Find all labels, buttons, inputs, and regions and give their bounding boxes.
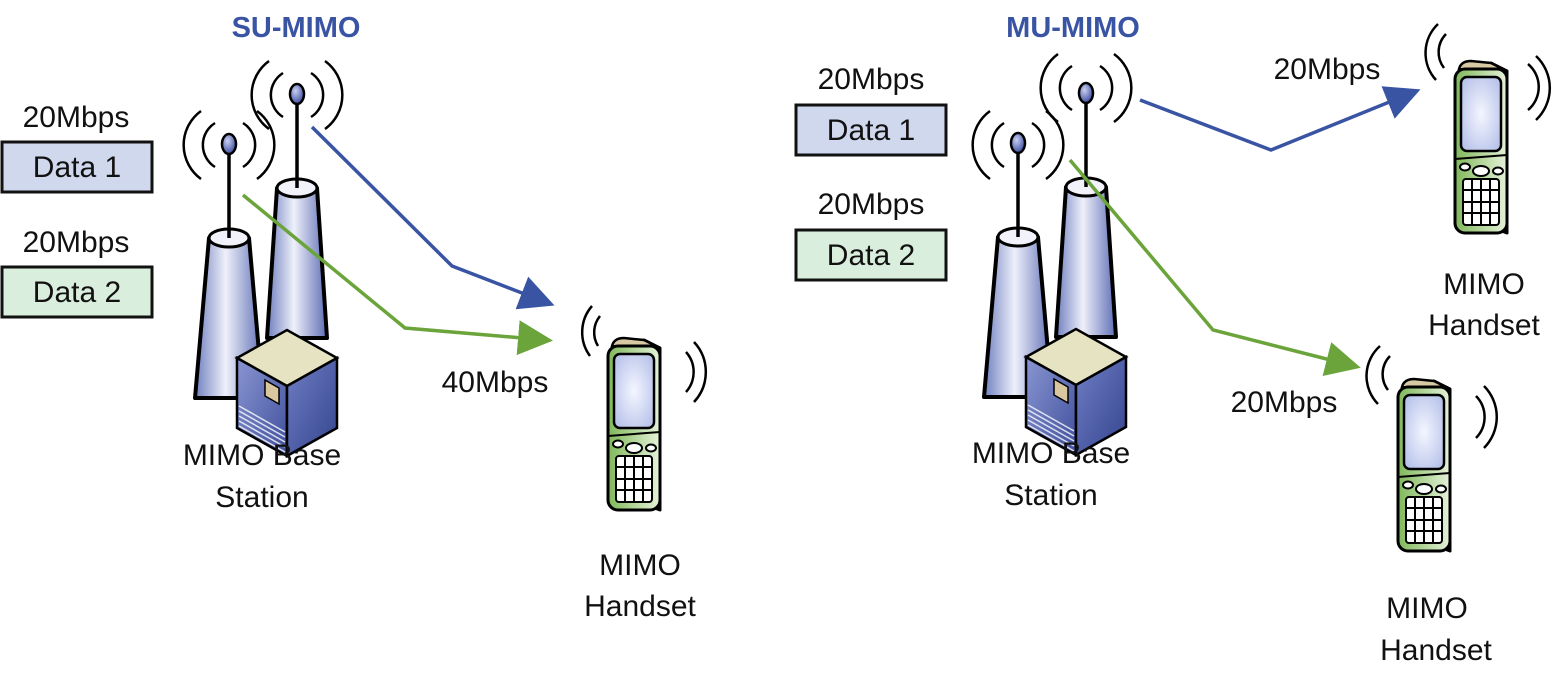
su-base-station-label-line1: MIMO Base <box>183 439 341 472</box>
mu-data1-label: Data 1 <box>827 114 915 147</box>
su-handset-label-line1: MIMO <box>599 549 681 582</box>
su-stream1-arrow <box>310 125 555 310</box>
mu-handset1-label-line1: MIMO <box>1443 268 1525 301</box>
su-data2-box: Data 2 <box>0 265 154 319</box>
mu-handset2-label-line1: MIMO <box>1386 592 1468 625</box>
mu-handset1-label-line2: Handset <box>1428 309 1540 342</box>
su-handset-waves-icon <box>580 305 708 403</box>
mu-handset2-rate: 20Mbps <box>1231 386 1338 419</box>
mu-stream2-arrow <box>1068 158 1361 377</box>
mu-data2-rate: 20Mbps <box>818 188 925 221</box>
mu-stream1-arrow <box>1139 86 1421 152</box>
su-base-station-label-line2: Station <box>215 481 308 514</box>
mu-data2-label: Data 2 <box>827 239 915 272</box>
su-handset-label-line2: Handset <box>584 590 696 623</box>
mu-handset1-rate: 20Mbps <box>1274 53 1381 86</box>
mu-handset2-waves-icon <box>1365 345 1498 449</box>
mu-handset1-icon <box>1453 59 1509 235</box>
su-data1-label: Data 1 <box>33 151 121 184</box>
mu-data1-box: Data 1 <box>794 103 948 157</box>
su-handset-rate: 40Mbps <box>442 366 549 399</box>
mu-base-station-label-line1: MIMO Base <box>972 437 1130 470</box>
mu-data1-rate: 20Mbps <box>818 63 925 96</box>
mu-handset1-waves-icon <box>1424 23 1551 121</box>
su-data1-rate: 20Mbps <box>23 101 130 134</box>
mu-base-station-label-line2: Station <box>1004 479 1097 512</box>
su-data2-label: Data 2 <box>33 276 121 309</box>
su-mimo-title: SU-MIMO <box>232 12 361 44</box>
su-handset-icon <box>606 336 662 512</box>
mu-handset2-label-line2: Handset <box>1380 634 1492 667</box>
mu-mimo-title: MU-MIMO <box>1006 12 1140 44</box>
su-mimo-panel: SU-MIMO 20Mbps Data 1 20Mbps Data 2 MIMO… <box>0 12 708 623</box>
su-data2-rate: 20Mbps <box>23 226 130 259</box>
mu-handset2-icon <box>1396 377 1452 553</box>
mu-base-station-icon <box>982 81 1128 457</box>
mu-data2-box: Data 2 <box>794 228 948 282</box>
su-base-station-icon <box>193 82 339 458</box>
mu-mimo-panel: MU-MIMO 20Mbps Data 1 20Mbps Data 2 MIMO… <box>794 12 1551 667</box>
su-data1-box: Data 1 <box>0 140 154 194</box>
su-stream2-arrow <box>241 193 553 356</box>
